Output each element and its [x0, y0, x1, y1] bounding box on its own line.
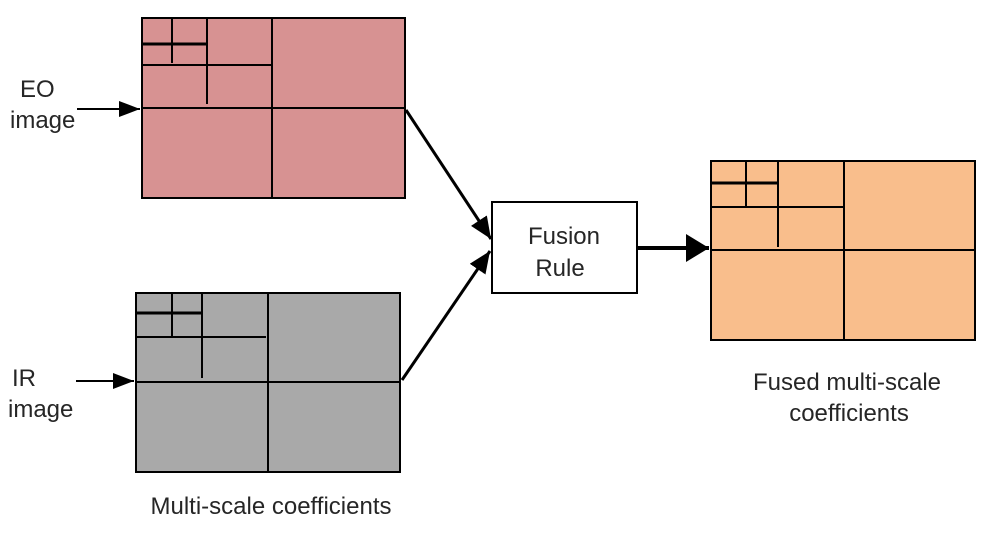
eo-coefficients-box [141, 17, 406, 199]
eo-input-label: EO image [10, 76, 75, 134]
fused-coefficients-caption: Fused multi-scale coefficients [753, 369, 941, 427]
multiscale-coefficients-caption: Multi-scale coefficients [151, 493, 392, 520]
ir-input-label: IR image [8, 365, 73, 423]
ir-coefficients-box [135, 292, 401, 473]
fusion-rule-rect [491, 201, 638, 294]
fused-coefficients-box [710, 160, 976, 341]
fusion-rule-label-line2: Rule [535, 255, 584, 282]
fusion-rule-box: Fusion Rule [491, 201, 638, 294]
fusion-rule-label-line1: Fusion [528, 223, 600, 250]
ir-input-label-line1: IR [12, 365, 36, 392]
ir-to-fusion-arrow [400, 250, 492, 381]
eo-to-fusion-arrow [404, 109, 493, 240]
eo-input-label-line2: image [10, 107, 75, 134]
ir-input-label-line2: image [8, 396, 73, 423]
eo-input-label-line1: EO [20, 76, 55, 103]
fused-caption-line2: coefficients [789, 400, 909, 427]
fused-caption-line1: Fused multi-scale [753, 369, 941, 396]
